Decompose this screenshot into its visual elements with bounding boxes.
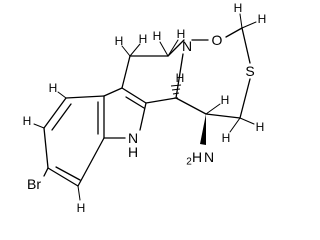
indole-nitrogen-label: N xyxy=(128,130,138,146)
bond-c-amine-c11b xyxy=(175,97,207,115)
bromine-label: Br xyxy=(27,176,41,192)
double-bond-lines xyxy=(51,96,145,181)
indole-nh-hydrogen-label: H xyxy=(128,144,138,160)
hydrogen-label: H xyxy=(256,120,265,134)
hydrogen-label: H xyxy=(115,34,124,48)
hydrogen-label: H xyxy=(153,29,162,43)
sulfur-label: S xyxy=(245,63,254,79)
double-bond-c7a-c11a xyxy=(125,96,145,109)
bond-skeleton xyxy=(43,27,251,187)
bond-c9-c10 xyxy=(43,127,49,169)
bond-c7b-c8 xyxy=(65,95,105,99)
bond-c11-c12a xyxy=(77,137,105,187)
bond-c7a-c7b xyxy=(103,87,123,97)
hydrogen-label: H xyxy=(139,32,148,46)
hydrogen-labels: H H H H H H H H H H H H H xyxy=(23,1,267,215)
amine-nitrogen-label: N xyxy=(204,149,214,165)
double-bond-c10-c11 xyxy=(55,166,81,181)
hydrogen-label: H xyxy=(49,81,58,95)
bond-c11b-c11a xyxy=(145,97,177,104)
hydrogen-label: H xyxy=(176,71,185,85)
bond-c11a-nh xyxy=(139,102,147,131)
oxygen-label: O xyxy=(212,32,223,48)
hydrogen-label: H xyxy=(258,12,267,26)
bond-c7a-c1 xyxy=(121,55,131,89)
hydrogen-label: H xyxy=(222,131,231,145)
bond-ch2-c-amine xyxy=(205,113,241,119)
hydrogen-bonds xyxy=(33,13,257,201)
bond-c2-n xyxy=(167,39,185,57)
hydrogen-label: H xyxy=(23,114,32,128)
bond-c8-c9 xyxy=(43,97,67,129)
bond-ch2-s xyxy=(241,27,251,64)
bond-c10-c11 xyxy=(47,167,79,187)
double-bond-c8-c9 xyxy=(51,103,72,131)
hydrogen-label: H xyxy=(221,93,230,107)
hydrogen-label: H xyxy=(77,201,86,215)
hydrogen-label: H xyxy=(234,1,243,15)
amine-hydrogen-label: H xyxy=(192,149,202,165)
hydrogen-label: H xyxy=(177,27,186,41)
bond-s-ch2 xyxy=(239,78,251,119)
nitrogen-ring-label: N xyxy=(182,38,192,54)
hashed-wedge-bond xyxy=(170,84,182,99)
molecular-structure: N O S N H Br N H 2 H H H H H H H H H H H… xyxy=(23,1,267,215)
solid-wedge-bond xyxy=(200,114,206,145)
bond-c11a-c7a xyxy=(121,87,147,104)
bond-o-ch2 xyxy=(225,27,243,38)
amine-hydrogen-subscript: 2 xyxy=(186,157,192,168)
bond-c10-br xyxy=(43,167,49,177)
bond-n-c11b xyxy=(175,53,184,99)
